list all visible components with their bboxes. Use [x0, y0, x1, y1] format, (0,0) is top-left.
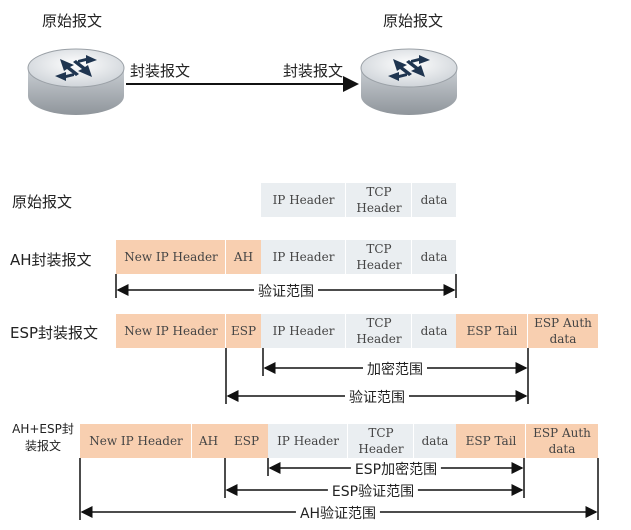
link-label-right: 封装报文 — [283, 62, 344, 80]
cell-tcp-header: TCP Header — [346, 314, 412, 348]
left-router-icon — [27, 48, 125, 115]
cell-new-ip-header: New IP Header — [116, 314, 226, 348]
link-label-left: 封装报文 — [130, 62, 191, 80]
cell-tcp-header: TCP Header — [348, 424, 414, 458]
cell-data: data — [412, 183, 456, 217]
router-link-graphic — [27, 48, 458, 115]
cell-esp-auth-data: ESP Auth data — [526, 424, 598, 458]
range-label-ahesp-ah-auth: AH验证范围 — [295, 503, 381, 523]
range-label-esp-auth: 验证范围 — [345, 387, 409, 407]
row-label-esp: ESP封装报文 — [10, 324, 99, 342]
cell-esp-tail: ESP Tail — [456, 424, 526, 458]
cell-esp: ESP — [226, 314, 261, 348]
cell-ip-header: IP Header — [261, 314, 346, 348]
cell-esp-tail: ESP Tail — [456, 314, 528, 348]
range-label-ah-auth: 验证范围 — [254, 281, 318, 301]
left-router-label: 原始报文 — [42, 12, 103, 30]
row-label-ah-esp-line2: 装报文 — [24, 439, 61, 453]
cell-tcp-header: TCP Header — [346, 240, 412, 274]
cell-esp-auth-data: ESP Auth data — [528, 314, 598, 348]
cell-ip-header: IP Header — [261, 240, 346, 274]
cell-tcp-header: TCP Header — [346, 183, 412, 217]
row-label-original: 原始报文 — [12, 193, 73, 211]
cell-data: data — [412, 240, 456, 274]
row-label-ah: AH封装报文 — [10, 251, 92, 269]
cell-ah: AH — [226, 240, 261, 274]
cell-new-ip-header: New IP Header — [116, 240, 226, 274]
cell-ip-header: IP Header — [261, 183, 346, 217]
range-label-ahesp-esp-auth: ESP验证范围 — [327, 481, 419, 501]
right-router-label: 原始报文 — [383, 12, 444, 30]
cell-ip-header: IP Header — [268, 424, 348, 458]
row-label-ah-esp-line1: AH+ESP封 — [12, 422, 74, 436]
range-label-ahesp-esp-encrypt: ESP加密范围 — [350, 459, 442, 479]
right-router-icon — [360, 48, 458, 115]
cell-esp: ESP — [225, 424, 268, 458]
cell-new-ip-header: New IP Header — [80, 424, 192, 458]
cell-data: data — [414, 424, 456, 458]
cell-data: data — [412, 314, 456, 348]
cell-ah: AH — [192, 424, 225, 458]
range-label-esp-encrypt: 加密范围 — [363, 359, 427, 379]
